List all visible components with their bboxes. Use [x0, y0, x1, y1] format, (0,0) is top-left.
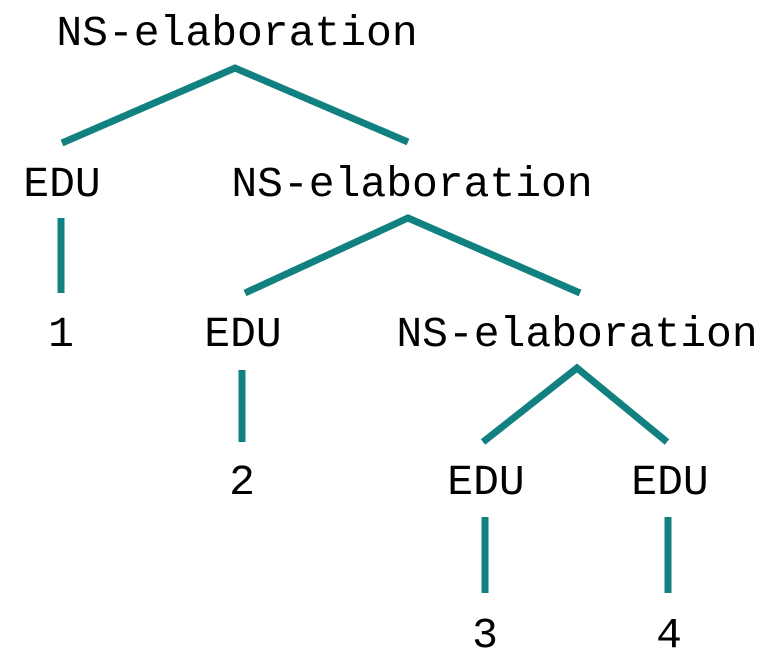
leaf-3: 3: [472, 611, 498, 660]
leaf-1: 1: [48, 310, 74, 359]
edge-ns3-to-children: [480, 363, 670, 445]
edge-ns2-to-children: [243, 214, 582, 297]
node-edu-3: EDU: [447, 458, 525, 507]
node-ns-elaboration-2: NS-elaboration: [231, 160, 593, 209]
edge-root-to-children: [60, 64, 410, 147]
node-edu-1: EDU: [23, 160, 101, 209]
node-ns-elaboration-3: NS-elaboration: [396, 310, 758, 359]
leaf-4: 4: [656, 611, 682, 660]
leaf-2: 2: [229, 458, 255, 507]
node-edu-2: EDU: [204, 310, 282, 359]
node-root-ns-elaboration: NS-elaboration: [56, 9, 418, 58]
node-edu-4: EDU: [631, 458, 709, 507]
